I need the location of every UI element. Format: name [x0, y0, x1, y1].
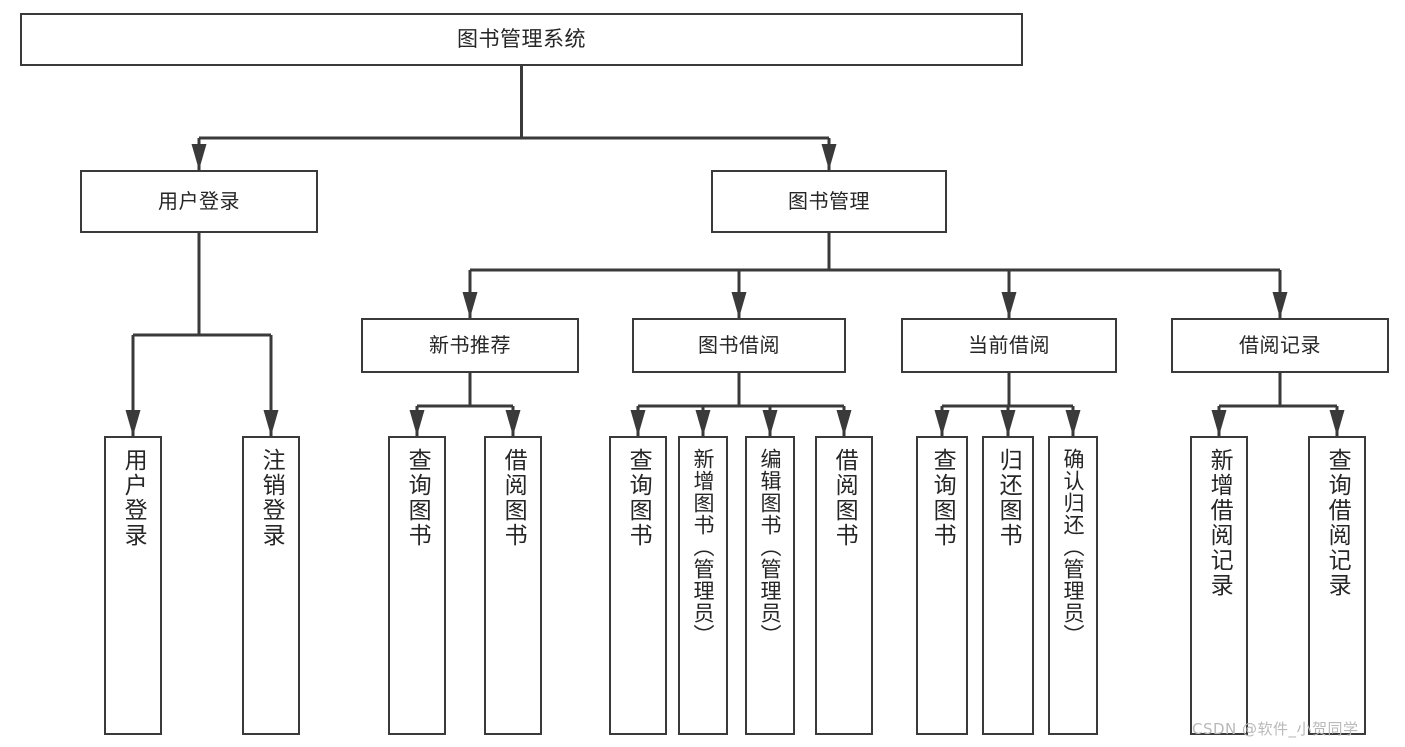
node-label: 确认归还（管理员） [1061, 448, 1086, 646]
node-label: 编辑图书（管理员） [758, 448, 783, 646]
node-label: 借阅记录 [1239, 332, 1321, 357]
node-l3-query-book-c[interactable]: 查询图书 [916, 436, 968, 735]
node-label: 当前借阅 [968, 332, 1050, 357]
node-l2-lend-record[interactable]: 借阅记录 [1171, 318, 1389, 373]
node-label: 归还图书 [995, 448, 1022, 548]
node-label: 用户登录 [120, 448, 147, 548]
node-l3-confirm-ret[interactable]: 确认归还（管理员） [1048, 436, 1098, 735]
node-l1-user-login[interactable]: 用户登录 [80, 170, 318, 233]
node-l3-add-book[interactable]: 新增图书（管理员） [678, 436, 728, 735]
node-label: 图书管理 [788, 188, 870, 213]
node-l3-return-book[interactable]: 归还图书 [982, 436, 1034, 735]
node-l3-query-book-a[interactable]: 查询图书 [388, 436, 446, 735]
node-l3-user-logout[interactable]: 注销登录 [242, 436, 300, 735]
node-label: 图书管理系统 [457, 27, 586, 52]
node-label: 借阅图书 [831, 448, 858, 548]
node-label: 借阅图书 [500, 448, 527, 548]
node-l3-borrow-book-b[interactable]: 借阅图书 [815, 436, 873, 735]
node-l3-user-login[interactable]: 用户登录 [104, 436, 162, 735]
node-label: 用户登录 [158, 188, 240, 213]
node-label: 新增图书（管理员） [691, 448, 716, 646]
node-l3-add-record[interactable]: 新增借阅记录 [1190, 436, 1248, 735]
node-label: 查询图书 [929, 448, 956, 548]
node-label: 查询图书 [404, 448, 431, 548]
node-label: 查询图书 [625, 448, 652, 548]
node-l1-book-manage[interactable]: 图书管理 [711, 170, 947, 233]
node-label: 注销登录 [258, 448, 285, 548]
node-l3-borrow-book-a[interactable]: 借阅图书 [484, 436, 542, 735]
node-label: 新书推荐 [429, 332, 511, 357]
node-label: 新增借阅记录 [1206, 448, 1233, 598]
node-l3-query-book-b[interactable]: 查询图书 [609, 436, 667, 735]
node-l2-new-book-rec[interactable]: 新书推荐 [361, 318, 579, 373]
node-l2-current-lend[interactable]: 当前借阅 [901, 318, 1117, 373]
node-l2-book-borrow[interactable]: 图书借阅 [632, 318, 846, 373]
csdn-watermark: CSDN @软件_小贺同学 [1192, 720, 1359, 738]
node-l3-query-record[interactable]: 查询借阅记录 [1308, 436, 1366, 735]
node-label: 查询借阅记录 [1324, 448, 1351, 598]
node-l3-edit-book[interactable]: 编辑图书（管理员） [745, 436, 795, 735]
node-root[interactable]: 图书管理系统 [20, 13, 1023, 66]
node-label: 图书借阅 [698, 332, 780, 357]
